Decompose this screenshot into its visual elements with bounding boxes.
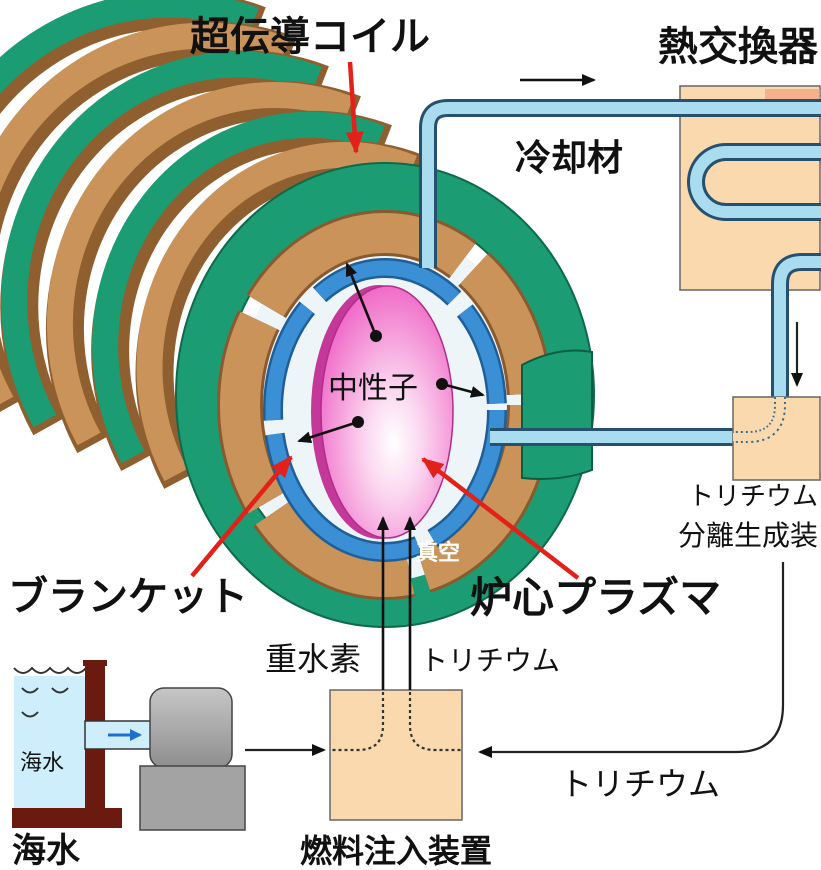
wave-mark (21, 687, 69, 694)
neutron-dot (436, 378, 448, 390)
tritium-plant: トリチウム 分離生成装 (678, 396, 821, 552)
tritium-feed-label: トリチウム (420, 644, 560, 677)
seawater-tank-label: 海水 (20, 751, 64, 776)
core-plasma-label: 炉心プラズマ (470, 573, 721, 622)
pump-base (139, 765, 246, 831)
neutron-path (345, 262, 378, 337)
superconducting-coil-label: 超伝導コイル (190, 14, 430, 60)
coil-sheet (0, 22, 290, 405)
tritium-return: トリチウム (478, 562, 785, 803)
core-plasma (320, 285, 454, 539)
seawater-caption: 海水 (12, 831, 81, 870)
coil-sheet (0, 0, 259, 94)
tank-wall-cap (83, 660, 107, 666)
plasma-pointer (421, 457, 580, 580)
reactor (175, 162, 595, 628)
blanket-label: ブランケット (8, 574, 248, 620)
tritium-return-label: トリチウム (560, 765, 720, 803)
coil-sheet (136, 141, 417, 482)
coolant-label: 冷却材 (515, 138, 623, 179)
coil-pointer (345, 61, 364, 154)
coil-sheet (46, 82, 354, 446)
heat-exchanger-label: 熱交換器 (658, 24, 819, 70)
fuel-injector: 重水素 トリチウム 燃料注入装置 (265, 516, 560, 870)
coil-sheet (92, 111, 385, 464)
coil-cut-section (521, 349, 593, 480)
pump-motor (149, 687, 233, 769)
neutron-dot (370, 330, 382, 342)
wave-line (13, 666, 87, 674)
fuel-injector-label: 燃料注入装置 (300, 832, 492, 870)
tritium-plant-pipe-inner (733, 397, 784, 441)
coil-sheets (0, 0, 425, 489)
heat-exchanger-hatch (765, 89, 820, 102)
tritium-internal-path (408, 692, 461, 752)
pump (139, 687, 326, 831)
vacuum-label: 真空 (416, 540, 460, 566)
heat-exchanger-coil (690, 146, 821, 218)
blanket-ring (265, 260, 505, 560)
blanket-pointer (190, 455, 293, 578)
neutron-label: 中性子 (328, 371, 418, 406)
tritium-return-line (478, 562, 785, 758)
pointer-arrows (190, 61, 580, 580)
coolant-pipe (422, 102, 821, 268)
coil-sheet (1, 51, 322, 428)
seawater-intake: 海水 海水 (12, 660, 155, 870)
coolant-loop (419, 74, 821, 446)
tritium-plant-label-line1: トリチウム (688, 482, 818, 512)
wave-mark (21, 711, 39, 718)
deuterium-label: 重水素 (265, 640, 361, 678)
deuterium-internal-path (331, 692, 385, 752)
tank-base (12, 808, 122, 828)
fuel-injector-box (329, 689, 463, 821)
neutron-path (297, 420, 359, 444)
neutron-path (441, 382, 485, 398)
neutron-dot (352, 416, 364, 428)
seawater-tank (14, 676, 85, 808)
tritium-plant-label-line2: 分離生成装 (678, 519, 818, 552)
neutrons: 中性子 (297, 262, 485, 444)
